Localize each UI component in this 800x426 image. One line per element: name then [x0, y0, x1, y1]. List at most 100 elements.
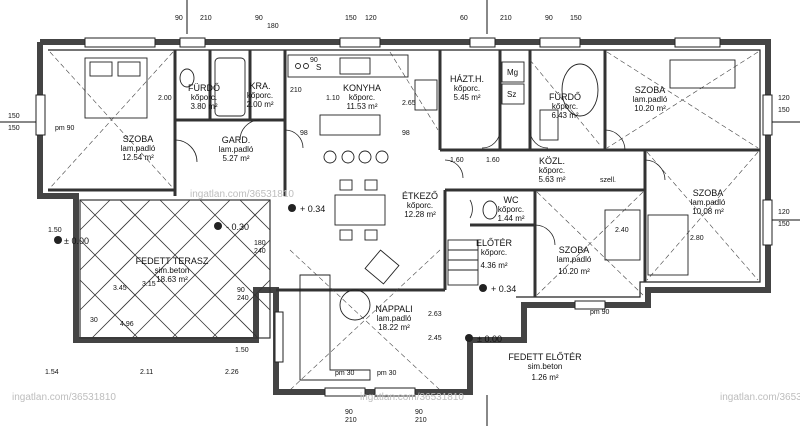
room-gard-area: 5.27 m² — [222, 154, 249, 163]
room-haztart-area: 5.45 m² — [453, 93, 480, 102]
dim-210-bottom-2: 210 — [415, 417, 427, 424]
room-wc-name: WC — [504, 195, 519, 205]
level-marker-icon — [479, 284, 487, 292]
room-konyha-name: KONYHA — [343, 83, 381, 93]
dim-150-left-2: 150 — [8, 125, 20, 132]
dim-150-top-2: 150 — [570, 15, 582, 22]
dim-150-right-2: 150 — [778, 221, 790, 228]
dim-98-a: 98 — [300, 130, 308, 137]
room-gard-floor: lam.padló — [219, 145, 254, 154]
dim-180-terrace: 180 — [254, 240, 266, 247]
dim-pm30-a: pm 30 — [335, 370, 355, 377]
room-kra-name: KRA. — [249, 81, 270, 91]
room-nappali-area: 18.22 m² — [378, 323, 410, 332]
fixture-mg: Mg — [507, 68, 518, 77]
dim-240-terrace: 240 — [237, 295, 249, 302]
room-szoba-e-floor: lam.padló — [691, 198, 726, 207]
watermark-url-bottom: ingatlan.com/36531810 — [360, 392, 464, 403]
dim-90-bottom-2: 90 — [415, 409, 423, 416]
room-diagonals — [49, 51, 759, 391]
room-terasz-area: 18.63 m² — [156, 275, 188, 284]
level-terasz: - 0.30 — [226, 222, 249, 232]
dim-496: 4.96 — [120, 321, 134, 328]
dim-120-right: 120 — [778, 95, 790, 102]
room-furdo2-area: 6.43 m² — [551, 111, 578, 120]
room-szoba-nw-area: 12.54 m² — [122, 153, 154, 162]
room-fedett-eloter-name: FEDETT ELŐTÉR — [508, 352, 582, 362]
room-szoba-ne-area: 10.20 m² — [634, 104, 666, 113]
room-wc-floor: kőporc. — [498, 205, 524, 214]
dim-226: 2.26 — [225, 369, 239, 376]
room-labels: SZOBA lam.padló 12.54 m² FÜRDŐ kőporc. 3… — [121, 74, 726, 382]
room-kra-area: 2.00 m² — [246, 100, 273, 109]
dim-245: 2.45 — [428, 335, 442, 342]
dim-90-top-2: 90 — [255, 15, 263, 22]
dim-pm90-left: pm 90 — [55, 125, 75, 132]
fixture-szell: szell. — [600, 177, 616, 184]
room-szoba-se-floor: lam.padló — [557, 255, 592, 264]
dim-240-terrace-2: 240 — [254, 248, 266, 255]
level-etkezo: + 0.34 — [300, 204, 325, 214]
level-entrance: ± 0.00 — [477, 334, 502, 344]
level-marker-icon — [465, 334, 473, 342]
dim-90-top: 90 — [175, 15, 183, 22]
room-kozl-floor: kőporc. — [539, 166, 565, 175]
doors — [174, 119, 666, 246]
room-szoba-se-name: SZOBA — [559, 245, 590, 255]
fixture-s: S — [316, 63, 321, 72]
room-furdo1-name: FÜRDŐ — [188, 83, 220, 93]
level-marker-icon — [214, 222, 222, 230]
dim-75-210: 210 — [290, 87, 302, 94]
dim-pm30-b: pm 30 — [377, 370, 397, 377]
room-szoba-se-area: 10.20 m² — [558, 267, 590, 276]
exterior-walls — [37, 39, 771, 395]
dim-90-top-3: 90 — [545, 15, 553, 22]
room-etkezo-name: ÉTKEZŐ — [402, 191, 438, 201]
room-kozl-name: KÖZL. — [539, 156, 565, 166]
room-terasz-floor: sim.beton — [155, 266, 190, 275]
dim-263: 2.63 — [428, 311, 442, 318]
dim-120-top: 120 — [365, 15, 377, 22]
room-haztart-floor: kőporc. — [454, 84, 480, 93]
dim-110: 1.10 — [326, 95, 340, 102]
dim-150-top: 150 — [345, 15, 357, 22]
dim-pm90-se: pm 90 — [590, 309, 610, 316]
dim-60-top: 60 — [460, 15, 468, 22]
interior-walls — [48, 50, 760, 297]
room-szoba-ne-floor: lam.padló — [633, 95, 668, 104]
dim-150-right: 150 — [778, 107, 790, 114]
room-furdo2-floor: kőporc. — [552, 102, 578, 111]
room-eloter-floor: kőporc. — [481, 248, 507, 257]
room-szoba-e-name: SZOBA — [693, 188, 724, 198]
dim-280-bed: 2.80 — [690, 235, 704, 242]
dim-210-bottom: 210 — [345, 417, 357, 424]
dim-240-bed: 2.40 — [615, 227, 629, 234]
room-furdo1-floor: kőporc. — [191, 93, 217, 102]
dim-211: 2.11 — [140, 369, 153, 376]
dim-210-top-2: 210 — [500, 15, 512, 22]
room-fedett-eloter-area: 1.26 m² — [531, 373, 558, 382]
room-kozl-area: 5.63 m² — [538, 175, 565, 184]
level-markers: + 0.34 - 0.30 ± 0.00 + 0.34 ± 0.00 — [54, 204, 516, 344]
room-nappali-name: NAPPALI — [375, 304, 412, 314]
level-outdoor: ± 0.00 — [64, 236, 89, 246]
dim-265: 2.65 — [402, 100, 416, 107]
dim-180-top: 180 — [267, 23, 279, 30]
room-furdo1-area: 3.80 m² — [190, 102, 217, 111]
room-kra-floor: kőporc. — [247, 91, 273, 100]
room-nappali-floor: lam.padló — [377, 314, 412, 323]
dim-154: 1.54 — [45, 369, 59, 376]
room-furdo2-name: FÜRDŐ — [549, 92, 581, 102]
room-gard-name: GARD. — [222, 135, 251, 145]
dim-210-top: 210 — [200, 15, 212, 22]
watermark-url-center: ingatlan.com/36531810 — [190, 189, 294, 200]
room-haztart-name: HÁZT.H. — [450, 74, 484, 84]
room-eloter-name: ELŐTÉR — [476, 238, 513, 248]
furniture — [84, 54, 736, 381]
dim-30-side: 30 — [90, 317, 98, 324]
fixture-labels: Mg Sz S szell. — [316, 63, 616, 184]
room-wc-area: 1.44 m² — [497, 214, 524, 223]
fixture-sz: Sz — [507, 90, 516, 99]
